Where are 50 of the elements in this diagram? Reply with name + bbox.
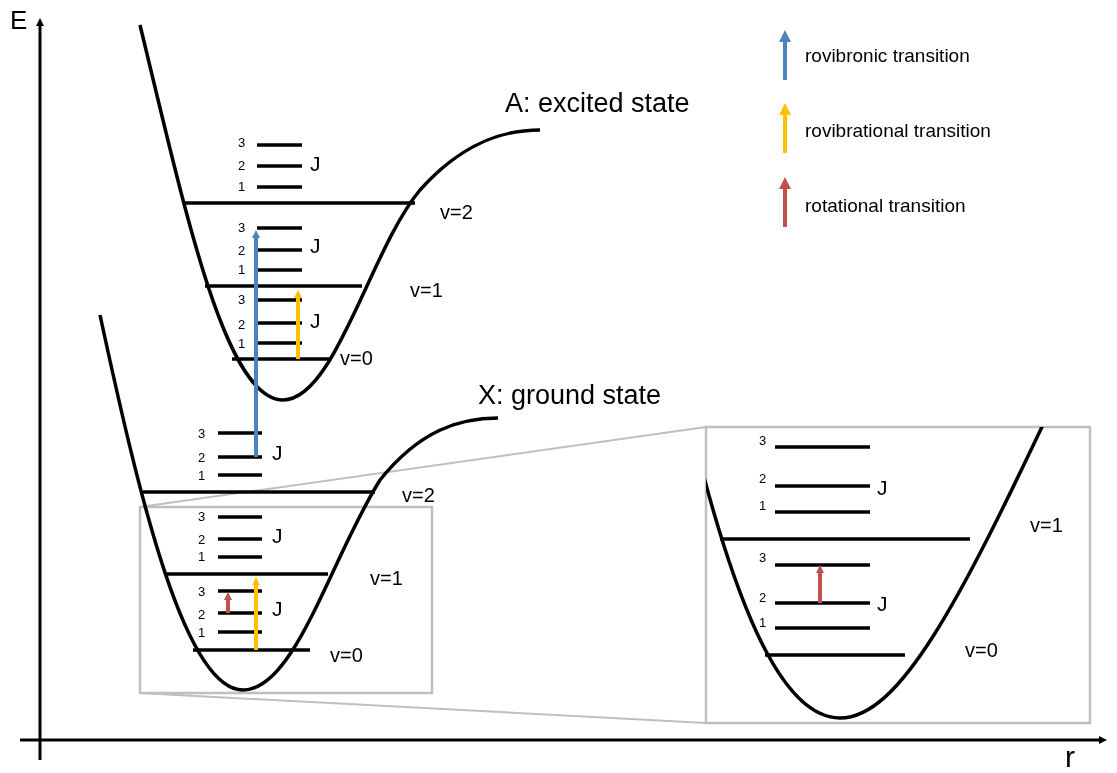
level-number: 1 (198, 549, 206, 563)
level-number: 3 (238, 292, 246, 306)
vibrational-level-label: v=1 (410, 280, 443, 300)
level-number: 1 (198, 625, 206, 639)
state-label: A: excited state (505, 89, 690, 117)
level-number: 1 (198, 468, 206, 482)
quantum-number-label: J (272, 597, 283, 619)
axis-label: r (1065, 742, 1075, 772)
quantum-number-label: J (877, 476, 888, 498)
level-number: 2 (238, 243, 246, 257)
level-number: 2 (759, 590, 767, 604)
quantum-number-label: J (310, 234, 321, 256)
zoom-guide-line (139, 426, 707, 508)
level-number: 1 (759, 615, 767, 629)
legend-label: rovibronic transition (805, 45, 970, 65)
level-number: 3 (759, 550, 767, 564)
axis-label: E (10, 7, 28, 33)
vibrational-level-label: v=2 (440, 202, 473, 222)
level-number: 3 (238, 135, 246, 149)
level-number: 2 (759, 471, 767, 485)
level-number: 1 (238, 179, 246, 193)
level-number: 3 (238, 220, 246, 234)
legend-label: rovibrational transition (805, 120, 991, 140)
level-number: 3 (759, 433, 767, 447)
level-number: 1 (759, 498, 767, 512)
level-number: 2 (198, 607, 206, 621)
level-number: 2 (238, 317, 246, 331)
vibrational-level-label: v=0 (340, 348, 373, 368)
quantum-number-label: J (272, 441, 283, 463)
vibrational-level-label: v=0 (965, 640, 998, 660)
level-number: 2 (198, 532, 206, 546)
quantum-number-label: J (310, 309, 321, 331)
zoom-guide-line (139, 692, 707, 724)
quantum-number-label: J (877, 592, 888, 614)
vibrational-level-label: v=1 (370, 568, 403, 588)
state-label: X: ground state (478, 381, 662, 409)
level-number: 3 (198, 426, 206, 440)
level-number: 1 (238, 336, 246, 350)
zoom-frame (138, 505, 434, 695)
level-number: 3 (198, 584, 206, 598)
quantum-number-label: J (310, 152, 321, 174)
vibrational-level-label: v=1 (1030, 515, 1063, 535)
level-number: 2 (198, 450, 206, 464)
level-number: 2 (238, 158, 246, 172)
legend-label: rotational transition (805, 195, 966, 215)
level-number: 3 (198, 509, 206, 523)
quantum-number-label: J (272, 524, 283, 546)
vibrational-level-label: v=0 (330, 645, 363, 665)
level-number: 1 (238, 262, 246, 276)
vibrational-level-label: v=2 (402, 485, 435, 505)
